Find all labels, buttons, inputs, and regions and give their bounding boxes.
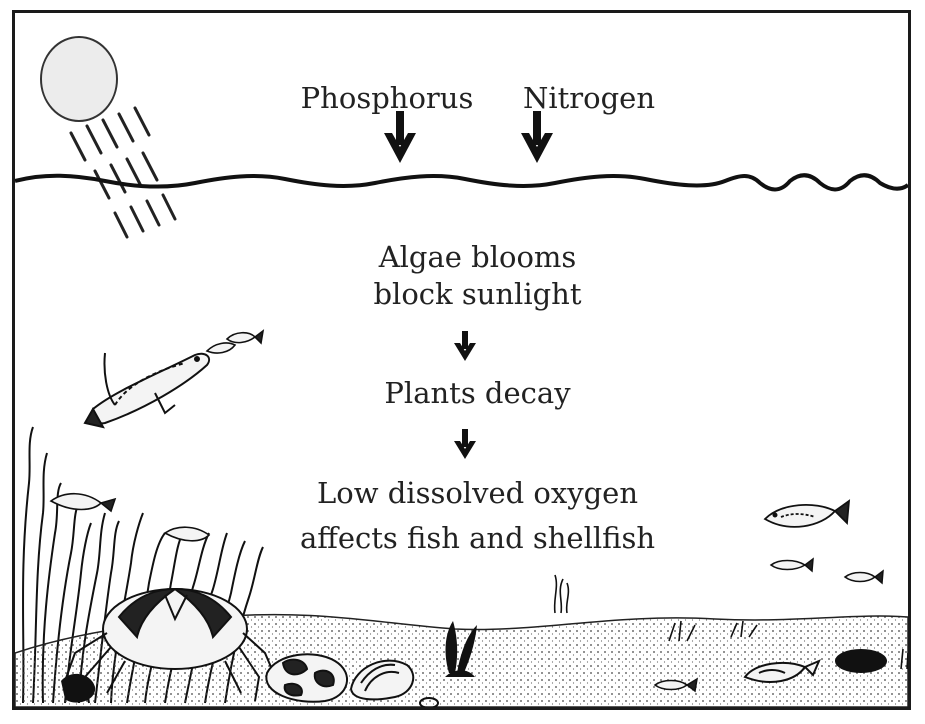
- water-surface: [15, 175, 908, 189]
- nitrogen-label: Nitrogen: [509, 81, 669, 115]
- down-arrow-icon: [384, 111, 416, 163]
- block-sunlight-label: block sunlight: [215, 276, 740, 312]
- sun-icon: [41, 37, 117, 121]
- fish-icon: [771, 559, 883, 583]
- algae-blooms-label: Algae blooms: [215, 239, 740, 275]
- diagram-frame: Phosphorus Nitrogen Algae blooms block s…: [12, 10, 911, 710]
- fish-icon: [85, 353, 209, 427]
- down-arrow-icon: [521, 111, 553, 163]
- down-arrow-icon: [454, 331, 476, 361]
- phosphorus-label: Phosphorus: [292, 81, 482, 115]
- sunlight-rays: [71, 108, 175, 237]
- down-arrow-icon: [454, 429, 476, 459]
- affects-fish-label: affects fish and shellfish: [215, 520, 740, 556]
- shell-icon: [835, 649, 887, 673]
- fish-icon: [765, 501, 849, 527]
- fish-icon: [207, 331, 263, 353]
- plants-decay-label: Plants decay: [215, 375, 740, 411]
- shell-icon: [266, 654, 347, 702]
- low-oxygen-label: Low dissolved oxygen: [215, 475, 740, 511]
- diagram-art: [15, 13, 908, 707]
